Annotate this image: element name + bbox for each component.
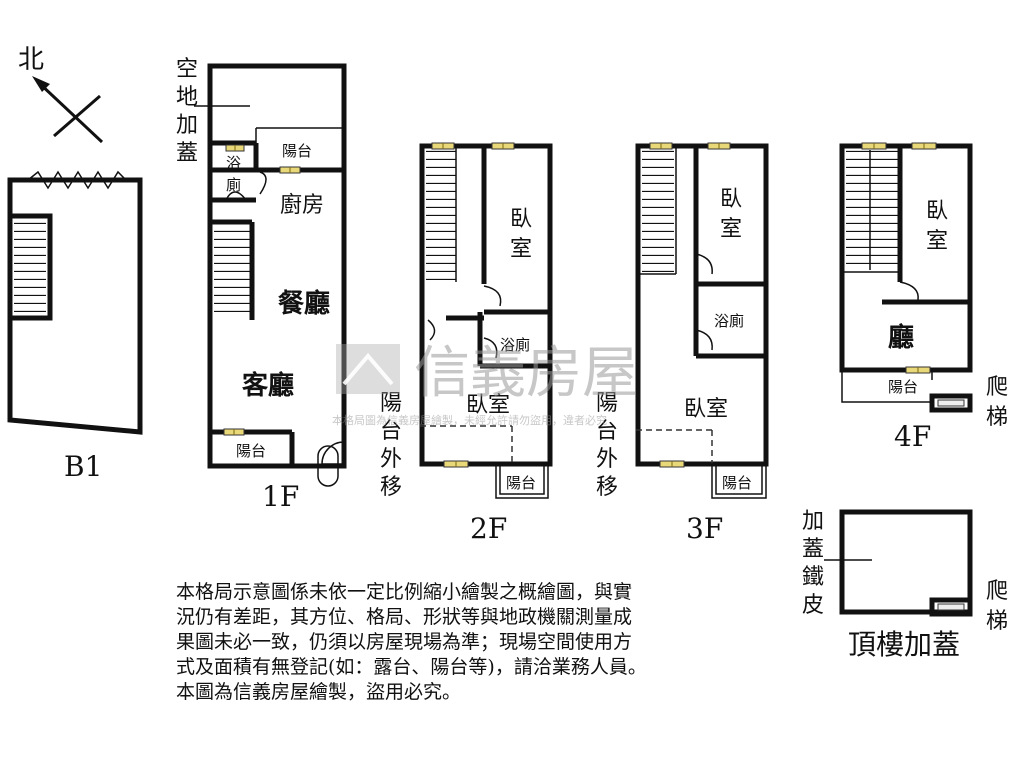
1f-annex-note-2: 地 (176, 85, 198, 110)
3f-bedroom-top-label-1: 臥 (720, 187, 742, 212)
2f-bath-label: 浴廁 (500, 336, 530, 354)
1f-bath-label-1: 浴 (226, 154, 241, 172)
1f-kitchen-label: 廚房 (280, 193, 324, 218)
3f-note-1: 陽 (596, 391, 618, 416)
1f-annex-note-3: 加 (176, 113, 198, 138)
roof-note-2: 蓋 (802, 537, 824, 562)
window-icon (905, 366, 931, 374)
4f-ladder-note-1: 爬 (986, 375, 1008, 400)
1f-outline (207, 63, 347, 469)
arrowhead-icon (32, 76, 50, 92)
roof-ladder-icon (929, 597, 973, 617)
4f-ladder-icon (929, 393, 973, 413)
brand-logo-icon (336, 344, 400, 394)
3f-door-icon (695, 253, 713, 275)
4f-door-icon (899, 281, 919, 301)
2f-note-4: 移 (380, 475, 402, 500)
roof-ladder-note-2: 梯 (986, 609, 1008, 634)
floor-3f-plan: 臥 室 浴廁 臥室 陽台 陽 台 外 移 3F (596, 142, 769, 545)
window-icon (223, 428, 245, 436)
2f-bedroom-top-label-1: 臥 (510, 207, 532, 232)
2f-bedroom-bottom-label: 臥室 (466, 393, 510, 418)
watermark-notice: 本格局圖為信義房屋繪製，未經允許請勿盜用，違者必究 (332, 413, 607, 427)
floor-label-3f: 3F (686, 512, 723, 545)
3f-balcony-label: 陽台 (722, 474, 752, 492)
disclaimer-line: 況仍有差距，其方位、格局、形狀等與地政機關測量成 (176, 606, 633, 628)
window-icon (443, 460, 469, 468)
2f-staircase (426, 150, 456, 280)
floor-label-4f: 4F (894, 420, 931, 453)
window-icon (225, 144, 245, 152)
disclaimer-text: 本格局示意圖係未依一定比例縮小繪製之概繪圖，與實 況仍有差距，其方位、格局、形狀… (176, 580, 786, 705)
1f-staircase (214, 222, 250, 318)
1f-annex-note-1: 空 (176, 57, 198, 82)
disclaimer-line: 果圖未必一致，仍須以房屋現場為準；現場空間使用方 (176, 631, 633, 653)
floor-label-2f: 2F (470, 512, 507, 545)
4f-balcony-label: 陽台 (888, 378, 918, 396)
window-icon (707, 142, 731, 150)
4f-bedroom-label-1: 臥 (926, 199, 948, 224)
3f-note-2: 台 (596, 419, 618, 444)
floor-label-b1: B1 (64, 450, 102, 483)
watermark-brand: 信義房屋 (414, 341, 638, 406)
floor-2f-plan: 臥 室 浴廁 臥室 陽台 陽 台 外 移 2F (380, 142, 553, 545)
1f-bath-door-icon (259, 171, 267, 195)
2f-door-icon (483, 285, 502, 307)
floor-1f-plan: 陽台 浴 廁 廚房 餐廳 客廳 陽台 空 地 加 蓋 1F (176, 57, 347, 513)
roof-note-3: 鐵 (802, 565, 824, 590)
4f-bedroom-label-2: 室 (926, 229, 948, 254)
roof-outline (839, 509, 973, 615)
skylight-zigzag-icon (27, 170, 125, 190)
1f-balcony-top-label: 陽台 (282, 142, 312, 160)
3f-bedroom-bottom-label: 臥室 (684, 397, 728, 422)
b1-staircase (14, 222, 46, 314)
2f-bedroom-top-label-2: 室 (510, 237, 532, 262)
roof-ladder-note-1: 爬 (986, 579, 1008, 604)
window-icon (279, 166, 301, 174)
disclaimer-line: 式及面積有無登記(如：露台、陽台等)，請洽業務人員。 (176, 656, 647, 678)
window-icon (911, 142, 937, 150)
window-icon (659, 460, 685, 468)
1f-bath-label-2: 廁 (226, 176, 241, 194)
3f-note-4: 移 (596, 475, 618, 500)
4f-hall-label: 廳 (888, 322, 914, 353)
2f-note-1: 陽 (380, 391, 402, 416)
1f-annex-note-4: 蓋 (176, 141, 198, 166)
2f-note-2: 台 (380, 419, 402, 444)
1f-dining-label: 餐廳 (278, 288, 330, 319)
3f-outline (635, 143, 769, 467)
window-icon (861, 142, 887, 150)
disclaimer-line: 本格局示意圖係未依一定比例縮小繪製之概繪圖，與實 (176, 581, 633, 603)
2f-note-3: 外 (380, 447, 402, 472)
roof-annex-label: 頂樓加蓋 (848, 628, 960, 661)
4f-staircase (846, 150, 898, 270)
north-label: 北 (18, 45, 44, 75)
b1-outline (7, 177, 143, 435)
2f-balcony-label: 陽台 (506, 474, 536, 492)
floor-label-1f: 1F (262, 480, 299, 513)
roof-annex-plan: 加 蓋 鐵 皮 爬 梯 頂樓加蓋 (802, 509, 1008, 661)
3f-bath-label: 浴廁 (714, 312, 744, 330)
disclaimer-line: 本圖為信義房屋繪製，盜用必究。 (176, 681, 462, 703)
3f-bedroom-top-label-2: 室 (720, 217, 742, 242)
watermark: 信義房屋 本格局圖為信義房屋繪製，未經允許請勿盜用，違者必究 (332, 341, 638, 427)
1f-living-label: 客廳 (242, 370, 294, 401)
3f-note-3: 外 (596, 447, 618, 472)
1f-entry-door-icon (321, 441, 345, 465)
floor-4f-plan: 臥 室 廳 陽台 爬 梯 4F (839, 142, 1008, 453)
compass-cross-icon (53, 94, 101, 138)
compass: 北 (18, 45, 104, 144)
1f-balcony-bottom-label: 陽台 (236, 442, 266, 460)
window-icon (491, 142, 515, 150)
north-arrow-icon (36, 80, 104, 144)
window-icon (431, 142, 455, 150)
floor-b1-plan: B1 (7, 170, 143, 483)
3f-staircase (642, 150, 674, 272)
window-icon (649, 142, 673, 150)
roof-note-1: 加 (802, 509, 824, 534)
roof-note-4: 皮 (802, 593, 824, 618)
4f-ladder-note-2: 梯 (986, 405, 1008, 430)
